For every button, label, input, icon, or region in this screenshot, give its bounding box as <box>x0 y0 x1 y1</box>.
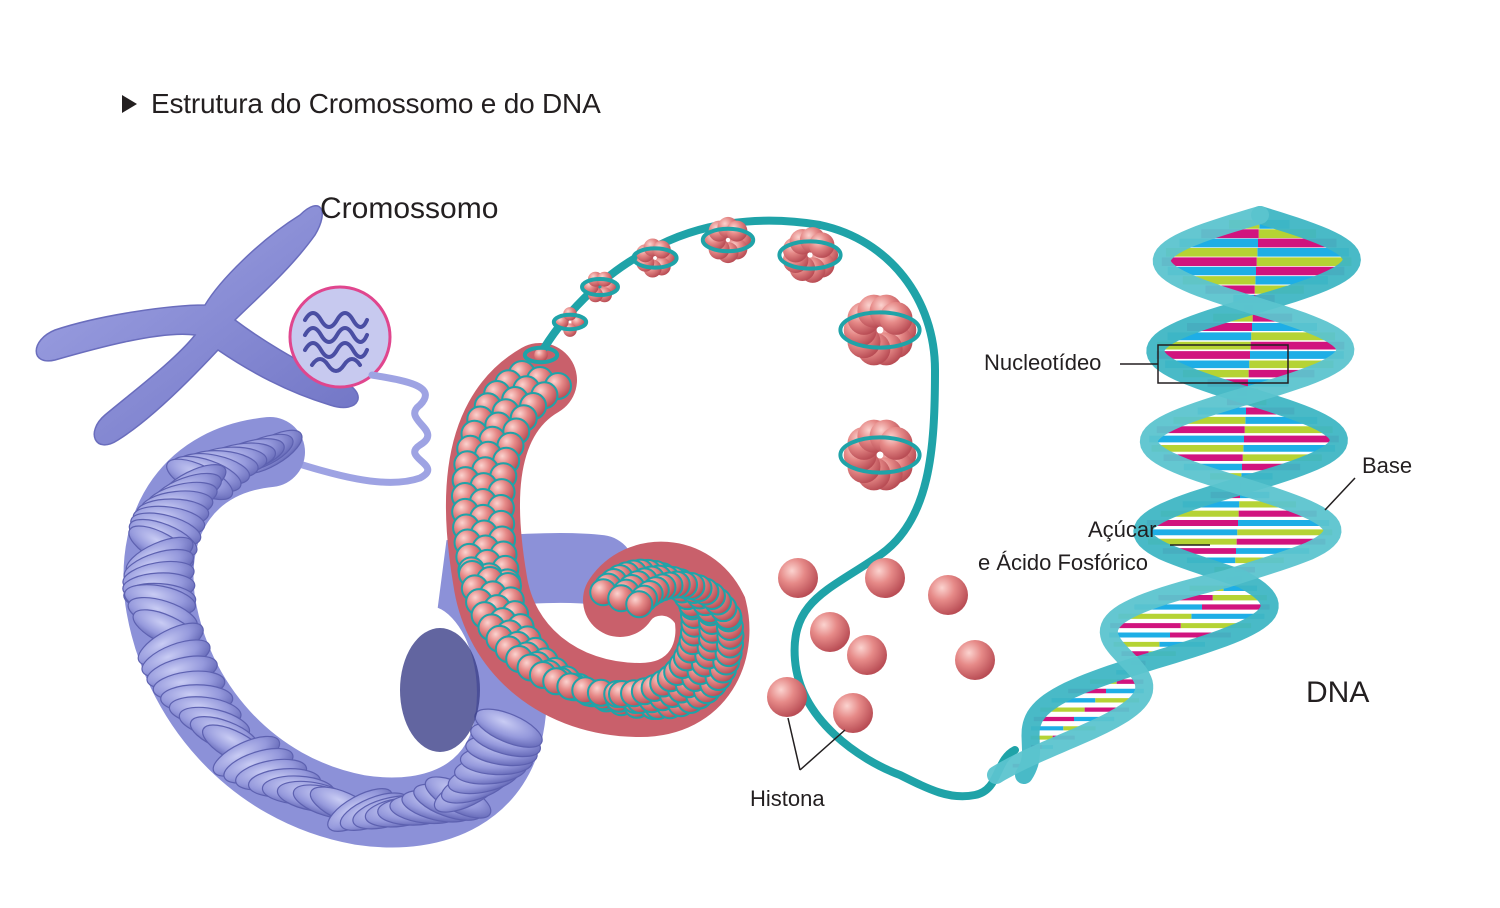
page-title: Estrutura do Cromossomo e do DNA <box>122 88 601 120</box>
histone <box>928 575 968 615</box>
dna-wrap <box>551 312 589 332</box>
dna-wrap <box>838 310 922 350</box>
title-text: Estrutura do Cromossomo e do DNA <box>151 88 601 119</box>
play-triangle-icon <box>122 95 137 113</box>
nucleosome-strand <box>536 216 1019 801</box>
histone <box>810 612 850 652</box>
chromosome-shape <box>35 205 359 446</box>
label-base: Base <box>1362 453 1413 478</box>
histone <box>833 693 873 733</box>
histone <box>847 635 887 675</box>
label-nucleotide: Nucleotídeo <box>984 350 1102 375</box>
nucleosome-ball <box>625 590 654 619</box>
chromatin-fiber <box>445 343 750 738</box>
label-chromosome: Cromossomo <box>320 192 499 225</box>
leader-lines <box>787 344 1356 771</box>
histone <box>955 640 995 680</box>
nucleosome-bead <box>879 301 913 335</box>
label-phosphoric-acid: e Ácido Fosfórico <box>978 550 1148 575</box>
sugar-phosphate-backbone <box>987 206 1355 784</box>
histone <box>865 558 905 598</box>
sugar-phosphate-backbone <box>1015 206 1361 784</box>
dna-wrap <box>777 239 843 271</box>
dna-wrap <box>838 435 922 475</box>
chromosome-zoom-circle <box>288 285 392 389</box>
label-dna: DNA <box>1306 676 1370 709</box>
dna-double-helix <box>987 206 1361 784</box>
nucleosome-bead <box>808 232 835 258</box>
supercoil <box>122 417 635 848</box>
histone <box>767 677 807 717</box>
label-histone: Histona <box>750 786 825 811</box>
dna-wrap <box>631 246 679 270</box>
nucleosome-bead <box>534 348 548 362</box>
nucleosome-bead <box>879 426 913 460</box>
free-histones <box>767 558 995 733</box>
fiber-strand <box>256 371 432 486</box>
dna-wrap <box>700 226 756 254</box>
histone <box>778 558 818 598</box>
dna-wrap <box>580 277 620 297</box>
label-sugar: Açúcar <box>1088 517 1157 542</box>
dna-wrap <box>522 345 560 365</box>
